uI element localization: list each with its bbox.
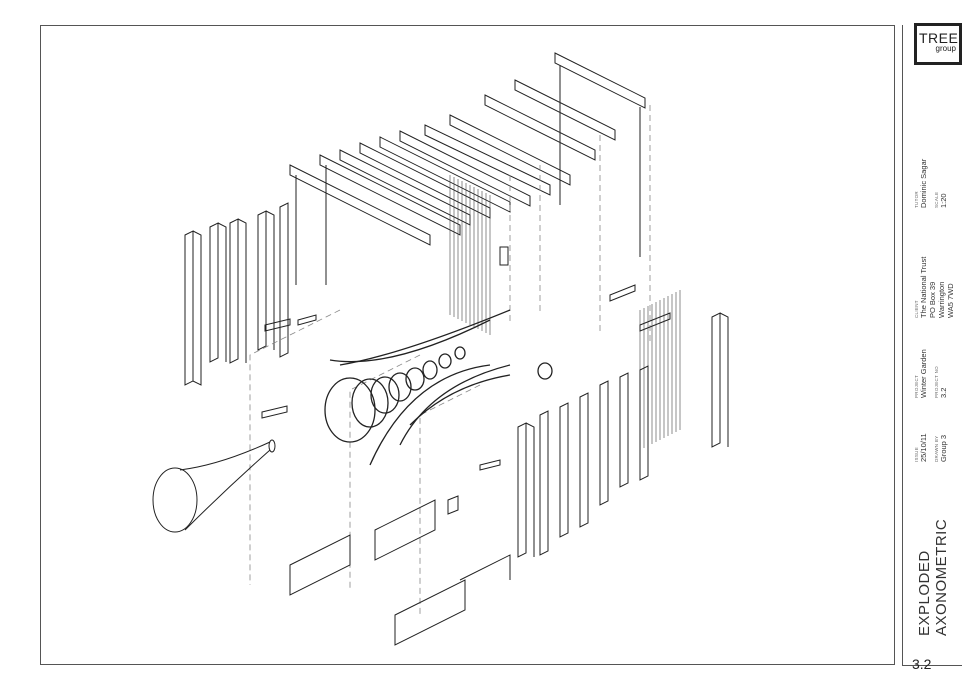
hatched-panel bbox=[449, 175, 681, 450]
exploded-axonometric-drawing bbox=[152, 52, 729, 646]
page-number: 3.2 bbox=[912, 656, 932, 672]
issue-field: Issue 25/10/11 bbox=[914, 433, 928, 462]
drawing-title: EXPLODED AXONOMETRIC bbox=[916, 518, 950, 636]
logo-word: TREE bbox=[919, 30, 959, 46]
drawing-frame bbox=[40, 25, 895, 665]
drawn-by-value: Group 3 bbox=[939, 434, 948, 462]
tutor-field: Tutor Dominic Sagar bbox=[914, 158, 928, 208]
logo-sub: group bbox=[935, 44, 956, 53]
page-number-divider bbox=[902, 665, 962, 666]
title-block: TREE group Tutor Dominic Sagar Scale 1:2… bbox=[902, 0, 980, 693]
left-posts bbox=[184, 202, 289, 386]
project-no-field: Project No 3.2 bbox=[934, 366, 948, 398]
horn-funnel bbox=[152, 439, 276, 533]
drawn-by-field: Drawn By Group 3 bbox=[934, 434, 948, 462]
base-plates bbox=[289, 499, 511, 646]
project-field: Project Winter Garden bbox=[914, 349, 928, 398]
tutor-value: Dominic Sagar bbox=[919, 158, 928, 208]
title-block-divider bbox=[902, 25, 903, 665]
scale-value: 1:20 bbox=[939, 193, 948, 208]
spiral-sculpture bbox=[324, 309, 553, 466]
scale-field: Scale 1:20 bbox=[934, 191, 948, 208]
tree-group-logo: TREE group bbox=[914, 23, 962, 65]
right-posts bbox=[517, 312, 729, 558]
project-no-value: 3.2 bbox=[939, 387, 948, 398]
issue-value: 25/10/11 bbox=[919, 433, 928, 462]
client-field: Client The National Trust PO Box 39 Warr… bbox=[914, 256, 955, 318]
project-value: Winter Garden bbox=[919, 349, 928, 398]
timber-blocks bbox=[261, 246, 671, 515]
rear-frames bbox=[289, 52, 646, 285]
